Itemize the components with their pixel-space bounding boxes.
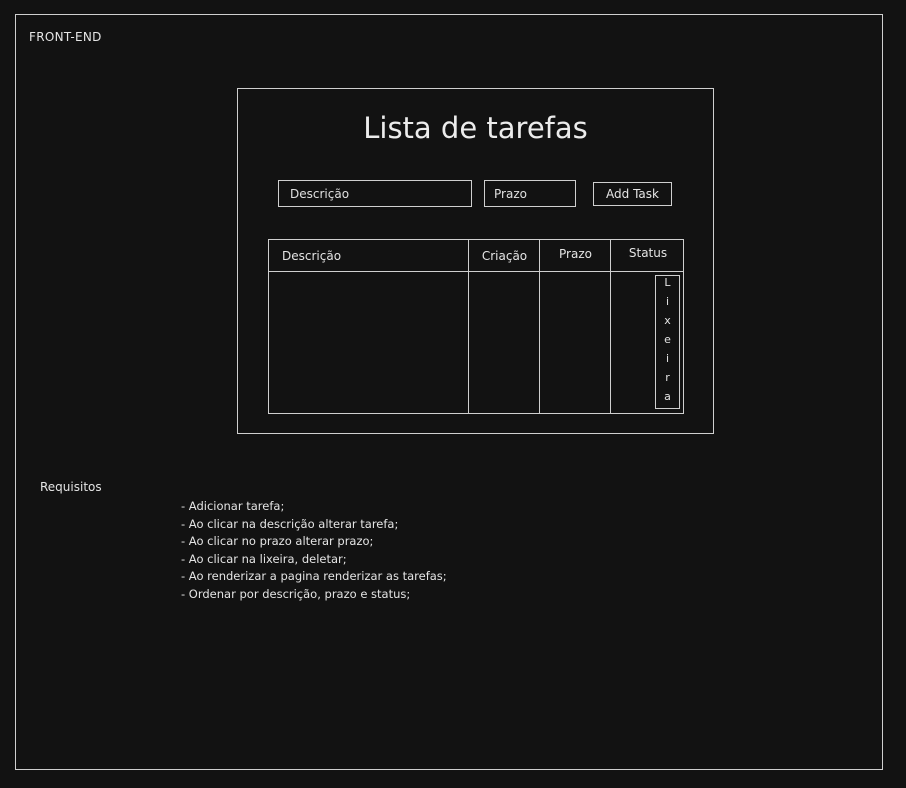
task-list-card: Lista de tarefas Descrição Prazo Add Tas… xyxy=(237,88,714,434)
page-title: Lista de tarefas xyxy=(363,111,588,145)
list-item: - Ao clicar na descrição alterar tarefa; xyxy=(181,516,399,531)
deadline-input[interactable]: Prazo xyxy=(484,180,576,207)
deadline-placeholder: Prazo xyxy=(494,186,527,201)
column-header-criacao[interactable]: Criação xyxy=(481,248,528,263)
list-item: - Ao clicar na lixeira, deletar; xyxy=(181,551,347,566)
column-divider xyxy=(610,240,611,413)
list-item: - Ao clicar no prazo alterar prazo; xyxy=(181,534,374,549)
trash-button[interactable]: Lixeira xyxy=(655,275,680,409)
wireframe-frame xyxy=(15,14,883,770)
task-table: Descrição Criação Prazo Status Lixeira xyxy=(268,239,684,414)
requirements-list: - Adicionar tarefa; - Ao clicar na descr… xyxy=(181,498,447,604)
description-placeholder: Descrição xyxy=(290,186,350,201)
list-item: - Ao renderizar a pagina renderizar as t… xyxy=(181,569,447,584)
column-divider xyxy=(468,240,469,413)
column-header-descricao[interactable]: Descrição xyxy=(282,248,342,263)
list-item: - Ordenar por descrição, prazo e status; xyxy=(181,586,411,601)
requirements-title: Requisitos xyxy=(40,480,102,494)
column-header-status[interactable]: Status xyxy=(628,245,668,260)
frame-label: FRONT-END xyxy=(29,30,102,44)
add-task-button[interactable]: Add Task xyxy=(593,182,672,206)
header-divider xyxy=(269,271,683,272)
trash-label: Lixeira xyxy=(661,275,674,409)
list-item: - Adicionar tarefa; xyxy=(181,499,285,513)
column-divider xyxy=(539,240,540,413)
column-header-prazo[interactable]: Prazo xyxy=(559,246,592,261)
description-input[interactable]: Descrição xyxy=(278,180,472,207)
